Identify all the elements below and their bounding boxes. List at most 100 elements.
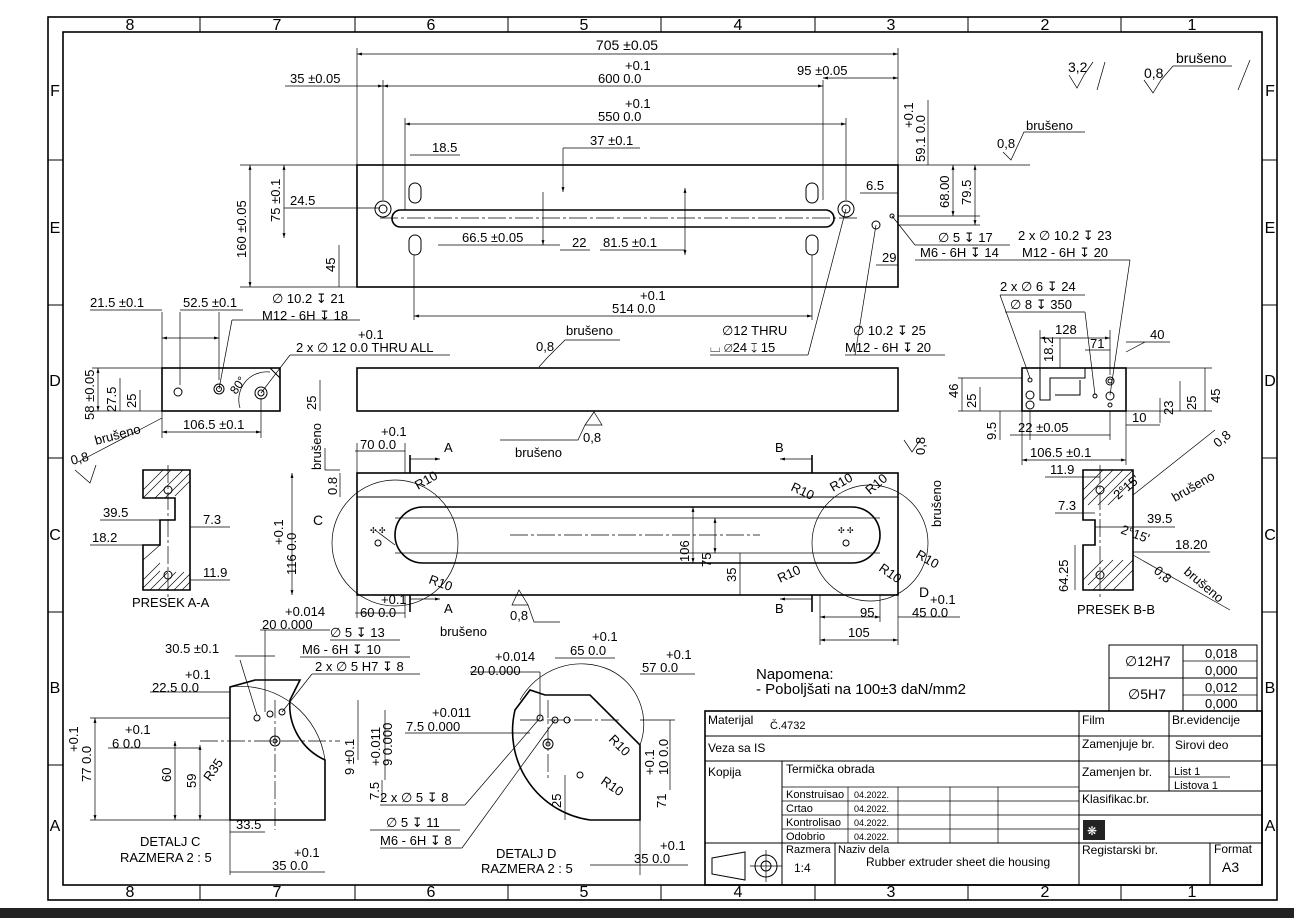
dim-45: 45 bbox=[1208, 389, 1223, 403]
col-label: 6 bbox=[427, 884, 436, 901]
col-label: 8 bbox=[126, 17, 135, 34]
col-label: 3 bbox=[887, 884, 896, 901]
dim-18-20: 18.20 bbox=[1175, 537, 1208, 552]
angle-80: 80° bbox=[227, 374, 249, 397]
dim-tol: +0.011 bbox=[368, 727, 383, 766]
radius-label: R35 bbox=[200, 756, 226, 784]
hole-note: ∅ 10.2 ↧ 21 bbox=[272, 291, 345, 306]
detail-scale: RAZMERA 2 : 5 bbox=[481, 861, 573, 876]
radius-label: R10 bbox=[789, 479, 817, 503]
dim-68: 68.00 bbox=[937, 175, 952, 208]
dim-160: 160 ±0.05 bbox=[234, 200, 249, 258]
tb-label: Naziv dela bbox=[838, 844, 890, 856]
dim-22: 22 bbox=[572, 235, 586, 250]
tb-label: Razmera bbox=[786, 844, 832, 856]
tb-label: Konstruisao bbox=[786, 789, 844, 801]
radius-label: R10 bbox=[775, 562, 803, 586]
dim-39-5: 39.5 bbox=[103, 505, 128, 520]
svg-text:✣ ✣: ✣ ✣ bbox=[370, 526, 386, 535]
dim-10: 10 bbox=[1132, 410, 1146, 425]
dim-70: 70 0.0 bbox=[360, 437, 396, 452]
dim-40: 40 bbox=[1150, 327, 1164, 342]
radius-label: R10 bbox=[876, 560, 904, 586]
col-label: 7 bbox=[273, 884, 282, 901]
tb-label: Veza sa IS bbox=[708, 741, 765, 755]
section-marker: B bbox=[775, 440, 784, 455]
column-labels: 8 7 6 5 4 3 2 1 8 7 6 5 4 3 2 1 bbox=[126, 17, 1197, 901]
dim-60: 60 0.0 bbox=[360, 605, 396, 620]
dim-77: 77 0.0 bbox=[79, 746, 94, 782]
dim-tol: +0.1 bbox=[185, 667, 211, 682]
dim-59-1: 59.1 0.0 bbox=[913, 115, 928, 162]
tolerance-table: ∅12H7 0,018 0,000 ∅5H7 0,012 0,000 bbox=[1108, 644, 1258, 712]
dim-tol: +0.1 bbox=[592, 629, 618, 644]
dim-tol: +0.014 bbox=[495, 649, 535, 664]
dim-22: 22 ±0.05 bbox=[1018, 420, 1069, 435]
top-view: 705 ±0.05 +0.1 600 0.0 +0.1 550 0.0 35 ±… bbox=[234, 37, 1131, 396]
dim-tol: +0.014 bbox=[285, 604, 325, 619]
col-label: 8 bbox=[126, 884, 135, 901]
radius-label: R10 bbox=[862, 470, 890, 497]
dim-22-5: 22.5 0.0 bbox=[152, 680, 199, 695]
detail-title: DETALJ C bbox=[140, 834, 200, 849]
row-label: C bbox=[49, 527, 61, 544]
hole-note: M12 - 6H ↧ 18 bbox=[262, 308, 348, 323]
notes-heading: Napomena: bbox=[756, 666, 834, 683]
dim-overall-length: 705 ±0.05 bbox=[596, 37, 658, 53]
dim-7-3: 7.3 bbox=[1058, 498, 1076, 513]
dim-60: 60 bbox=[159, 768, 174, 782]
dim-tol: +0.1 bbox=[381, 592, 407, 607]
tb-date: 04.2022. bbox=[854, 832, 889, 842]
notes-line: - Poboljšati na 100±3 daN/mm2 bbox=[756, 681, 966, 698]
hole-note: M6 - 6H ↧ 10 bbox=[302, 642, 381, 657]
dim-25: 25 bbox=[549, 794, 564, 808]
dim-550: 550 0.0 bbox=[598, 109, 641, 124]
dim-tol: +0.1 bbox=[660, 838, 686, 853]
dim-18-2: 18.2 bbox=[92, 530, 117, 545]
title-block: Materijal Č.4732 Veza sa IS Kopija Termi… bbox=[704, 710, 1263, 886]
dim-128: 128 bbox=[1055, 322, 1077, 337]
dim-35: 35 bbox=[724, 568, 739, 582]
dim-600: 600 0.0 bbox=[598, 71, 641, 86]
dim-79-5: 79.5 bbox=[959, 180, 974, 205]
dim-21-5: 21.5 ±0.1 bbox=[90, 295, 144, 310]
col-label: 5 bbox=[580, 17, 589, 34]
row-label: E bbox=[50, 220, 61, 237]
dim-106-5: 106.5 ±0.1 bbox=[183, 417, 244, 432]
dim-tol: +0.1 bbox=[901, 102, 916, 128]
dim-11-9: 11.9 bbox=[203, 565, 227, 580]
dim-25b: 25 bbox=[304, 396, 319, 410]
dim-tol: +0.1 bbox=[625, 58, 651, 73]
roughness-value: 3,2 bbox=[1068, 59, 1088, 75]
projection-symbol-icon bbox=[711, 850, 782, 882]
dim-tol: +0.1 bbox=[642, 749, 657, 775]
section-aa: 39.5 18.2 7.3 11.9 PRESEK A-A bbox=[90, 465, 230, 610]
section-marker: B bbox=[775, 601, 784, 616]
dim-9-5: 9.5 bbox=[984, 422, 999, 440]
dim-45: 45 bbox=[323, 258, 338, 272]
dim-tol: +0.011 bbox=[432, 705, 471, 720]
dim-57: 57 0.0 bbox=[642, 660, 678, 675]
hole-note: ∅12 THRU bbox=[722, 323, 787, 338]
roughness-label: brušeno bbox=[1176, 50, 1227, 66]
dim-tol: +0.1 bbox=[381, 424, 407, 439]
dim-35: 35 ±0.05 bbox=[290, 71, 341, 86]
tol-label: ∅12H7 bbox=[1125, 653, 1171, 669]
svg-text:✣ ✣: ✣ ✣ bbox=[838, 526, 854, 535]
col-label: 6 bbox=[427, 17, 436, 34]
dim-35: 35 0.0 bbox=[272, 858, 308, 873]
tol-lower: 0,000 bbox=[1205, 663, 1238, 678]
tb-date: 04.2022. bbox=[854, 804, 889, 814]
detail-c: 30.5 ±0.1 +0.014 20 0.000 ∅ 5 ↧ 13 M6 - … bbox=[66, 604, 420, 875]
col-label: 7 bbox=[273, 17, 282, 34]
radius-label: R10 bbox=[427, 572, 455, 594]
dim-7-5: 7.5 0.000 bbox=[406, 719, 460, 734]
dim-27-5: 27.5 bbox=[104, 387, 119, 412]
row-label: D bbox=[49, 373, 61, 390]
tb-label: Crtao bbox=[786, 803, 813, 815]
hole-note: M12 - 6H ↧ 20 bbox=[845, 340, 931, 355]
section-title: PRESEK A-A bbox=[132, 595, 210, 610]
plate-view: 0,8 brušeno 0,8 brušeno bbox=[356, 323, 899, 460]
hole-note: ∅ 5 ↧ 17 bbox=[938, 230, 993, 245]
dim-514: 514 0.0 bbox=[612, 301, 655, 316]
